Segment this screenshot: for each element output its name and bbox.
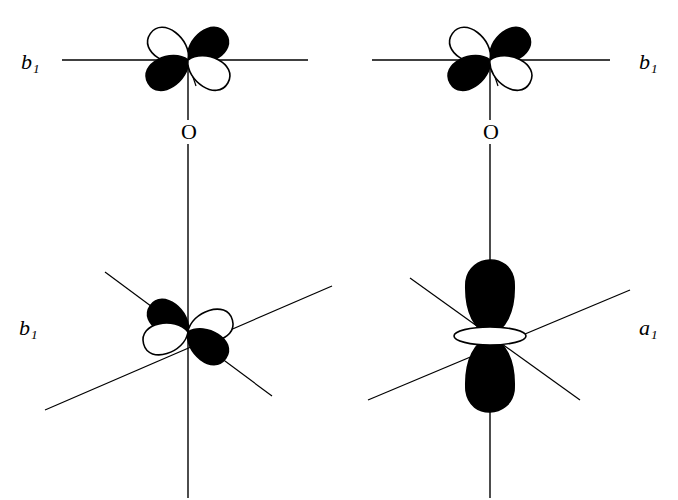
axis-line [105, 272, 272, 396]
symmetry-label: b₁ [636, 50, 661, 74]
atom-label: O [178, 120, 200, 144]
axis-line [45, 286, 332, 410]
d-orbital [140, 21, 235, 96]
d-orbital [140, 293, 237, 371]
atom-label: O [480, 120, 502, 144]
symmetry-label: a₁ [636, 316, 661, 340]
symmetry-label: b₁ [16, 316, 41, 340]
d-orbital [442, 21, 537, 96]
dz2-orbital [454, 260, 526, 412]
left-system [45, 21, 332, 498]
right-system [368, 21, 630, 498]
symmetry-label: b₁ [18, 50, 43, 74]
